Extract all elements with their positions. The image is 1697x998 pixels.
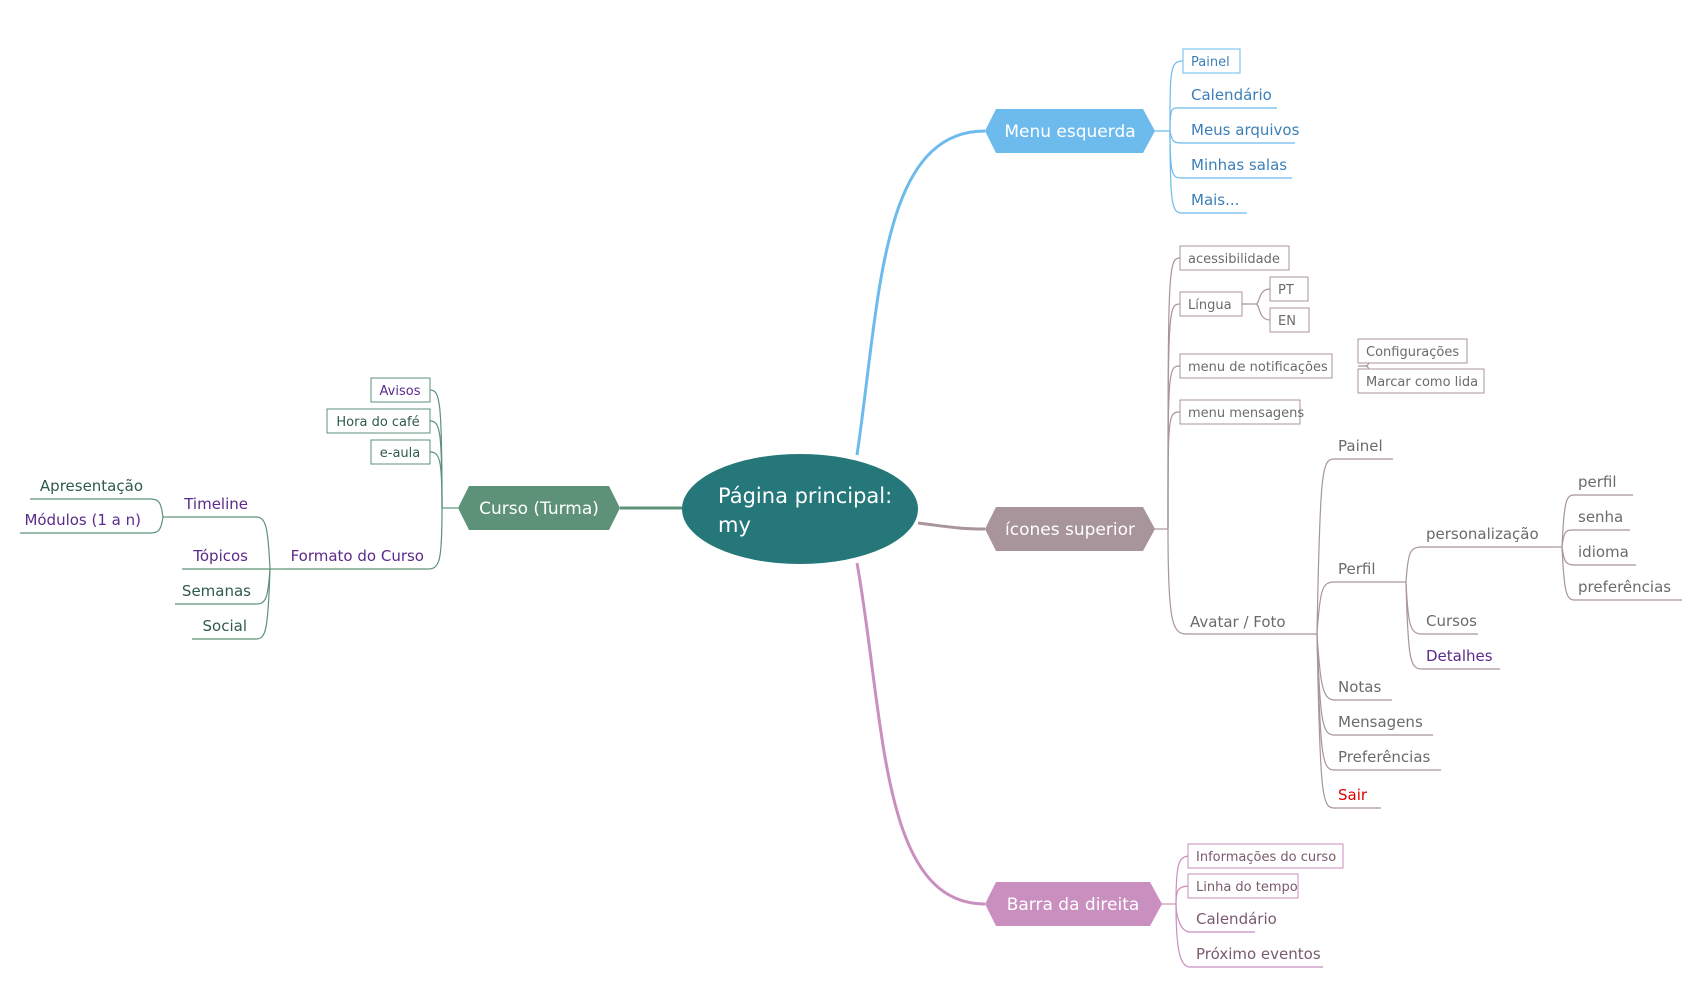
curso-turma-node [458, 486, 620, 530]
personalizacao-perfil-item[interactable]: perfil [1578, 473, 1617, 491]
lingua-item[interactable]: Língua [1188, 298, 1232, 313]
mensagens-menu-box [1179, 399, 1301, 425]
hora-cafe-box [326, 408, 431, 434]
curso-items: Avisos Hora do café e-aula Formato do Cu… [24, 384, 424, 635]
personalizacao-idioma-item[interactable]: idioma [1578, 543, 1629, 561]
branch-menu-esquerda[interactable]: Menu esquerda [985, 109, 1155, 153]
menu-mensagens-item[interactable]: menu mensagens [1188, 406, 1304, 421]
lingua-pt-item[interactable]: PT [1278, 283, 1294, 298]
acessibilidade-item[interactable]: acessibilidade [1188, 252, 1280, 267]
branch-barra-direita[interactable]: Barra da direita [985, 882, 1162, 926]
acessibilidade-box [1179, 245, 1290, 271]
notificacoes-item[interactable]: menu de notificações [1188, 360, 1328, 375]
perfil-cursos-item[interactable]: Cursos [1426, 612, 1477, 630]
icones-boxed-items [1179, 245, 1485, 425]
menu-item-calendario[interactable]: Calendário [1191, 86, 1272, 104]
connector-menu [855, 129, 986, 456]
formato-timeline-item[interactable]: Timeline [183, 495, 248, 513]
avatar-painel-item[interactable]: Painel [1338, 437, 1383, 455]
icones-superior-label: ícones superior [1005, 520, 1135, 540]
linha-tempo-box [1187, 873, 1299, 899]
central-node[interactable]: Página principal: my [682, 454, 918, 564]
barra-informacoes-item[interactable]: Informações do curso [1196, 850, 1336, 865]
configuracoes-box [1357, 338, 1468, 364]
avatar-foto-item[interactable]: Avatar / Foto [1190, 613, 1286, 631]
curso-turma-label: Curso (Turma) [479, 499, 599, 519]
menu-item-meus-arquivos[interactable]: Meus arquivos [1191, 121, 1300, 139]
lingua-box [1179, 291, 1243, 317]
formato-social-item[interactable]: Social [203, 617, 247, 635]
curso-boxes [326, 377, 431, 465]
curso-subconnectors [20, 389, 458, 640]
barra-proximo-eventos-item[interactable]: Próximo eventos [1196, 945, 1321, 963]
personalizacao-item[interactable]: personalização [1426, 525, 1539, 543]
barra-items: Informações do curso Linha do tempo Cale… [1196, 850, 1336, 963]
timeline-modulos-item[interactable]: Módulos (1 a n) [24, 511, 141, 529]
perfil-detalhes-item[interactable]: Detalhes [1426, 647, 1493, 665]
avisos-box [370, 377, 431, 403]
icones-boxed-text: acessibilidade Língua PT EN menu de noti… [1188, 252, 1478, 421]
avatar-sair-item[interactable]: Sair [1338, 786, 1368, 804]
marcar-box [1357, 368, 1485, 394]
avatar-notas-item[interactable]: Notas [1338, 678, 1381, 696]
menu-painel-box [1182, 48, 1241, 74]
barra-subconnectors [1160, 855, 1323, 968]
configuracoes-item[interactable]: Configurações [1366, 345, 1459, 360]
connector-icones [917, 521, 986, 531]
menu-items: Painel Calendário Meus arquivos Minhas s… [1182, 48, 1300, 209]
menu-esquerda-label: Menu esquerda [1004, 122, 1135, 142]
timeline-apresentacao-item[interactable]: Apresentação [40, 477, 143, 495]
informacoes-box [1187, 843, 1344, 869]
curso-hora-cafe-item[interactable]: Hora do café [336, 415, 419, 430]
notificacoes-box [1179, 353, 1333, 379]
central-ellipse [682, 454, 918, 564]
avatar-preferencias-item[interactable]: Preferências [1338, 748, 1431, 766]
menu-item-painel[interactable]: Painel [1191, 55, 1230, 70]
eaula-box [370, 439, 431, 465]
avatar-perfil-item[interactable]: Perfil [1338, 560, 1376, 578]
menu-item-mais[interactable]: Mais... [1191, 191, 1239, 209]
menu-subconnectors [1153, 60, 1295, 214]
en-box [1269, 307, 1310, 333]
central-title-line2: my [718, 513, 751, 537]
marcar-como-lida-item[interactable]: Marcar como lida [1366, 375, 1478, 390]
barra-calendario-item[interactable]: Calendário [1196, 910, 1277, 928]
personalizacao-preferencias-item[interactable]: preferências [1578, 578, 1671, 596]
curso-avisos-item[interactable]: Avisos [380, 384, 421, 399]
main-connectors [620, 129, 986, 906]
barra-linha-tempo-item[interactable]: Linha do tempo [1196, 880, 1298, 895]
central-title-line1: Página principal: [718, 484, 892, 508]
formato-topicos-item[interactable]: Tópicos [192, 547, 248, 565]
personalizacao-senha-item[interactable]: senha [1578, 508, 1623, 526]
formato-semanas-item[interactable]: Semanas [182, 582, 251, 600]
pt-box [1269, 276, 1309, 302]
barra-direita-label: Barra da direita [1007, 895, 1140, 915]
barra-boxes [1187, 843, 1344, 899]
branch-icones-superior[interactable]: ícones superior [985, 507, 1155, 551]
lingua-en-item[interactable]: EN [1278, 314, 1296, 329]
barra-direita-node [985, 882, 1162, 926]
menu-item-minhas-salas[interactable]: Minhas salas [1191, 156, 1287, 174]
connector-barra [855, 562, 986, 906]
branch-curso-turma[interactable]: Curso (Turma) [458, 486, 620, 530]
avatar-mensagens-item[interactable]: Mensagens [1338, 713, 1423, 731]
curso-eaula-item[interactable]: e-aula [380, 446, 420, 461]
icones-plain-text: Avatar / Foto Painel Perfil personalizaç… [1190, 437, 1671, 804]
icones-superior-node [985, 507, 1155, 551]
curso-formato-item[interactable]: Formato do Curso [291, 547, 424, 565]
menu-esquerda-node [985, 109, 1155, 153]
